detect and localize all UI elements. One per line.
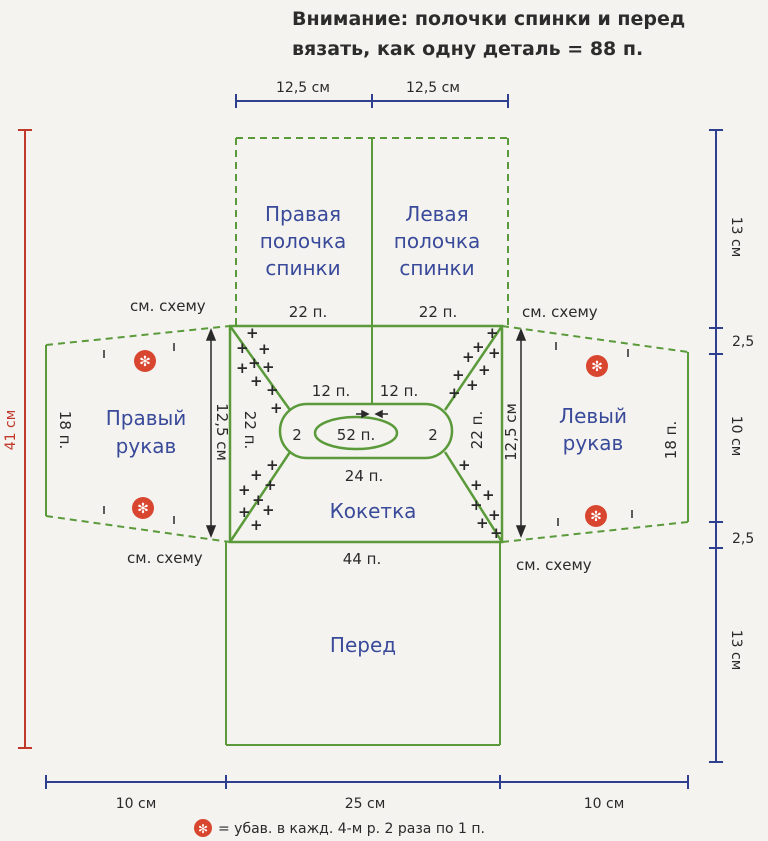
- bottom-dimension: [45, 775, 689, 789]
- neck-center-stitches: 52 п.: [337, 426, 375, 444]
- right-back-label-3: спинки: [265, 256, 340, 280]
- yoke-height-dims: [205, 327, 527, 539]
- svg-text:+: +: [476, 514, 489, 532]
- svg-text:+: +: [458, 456, 471, 474]
- neck-left-stitches: 12 п.: [312, 382, 350, 400]
- svg-text:+: +: [266, 381, 279, 399]
- left-sleeve-label-1: Левый: [559, 404, 627, 428]
- svg-text:+: +: [470, 496, 483, 514]
- svg-text:+: +: [236, 359, 249, 377]
- svg-text:+: +: [448, 384, 461, 402]
- svg-text:+: +: [482, 486, 495, 504]
- svg-text:+: +: [262, 358, 275, 376]
- svg-text:+: +: [236, 339, 249, 357]
- right-sleeve-stitches: 18 п.: [56, 411, 74, 449]
- svg-text:+: +: [452, 366, 465, 384]
- svg-text:+: +: [238, 503, 251, 521]
- scheme-ref-bottom-right: см. схему: [516, 556, 592, 574]
- right-sleeve-label-2: рукав: [116, 434, 177, 458]
- right-sleeve-label-1: Правый: [106, 406, 187, 430]
- back-pieces-outline: [235, 137, 509, 405]
- corner-left-stitches: 2: [292, 426, 302, 444]
- svg-text:+: +: [470, 476, 483, 494]
- left-sleeve-outline: [501, 325, 689, 543]
- svg-text:+: +: [252, 491, 265, 509]
- svg-text:+: +: [488, 506, 501, 524]
- note-line-2: вязать, как одну деталь = 88 п.: [292, 38, 643, 60]
- bottom-dim-center: 25 см: [345, 796, 386, 812]
- front-outline: [225, 542, 501, 746]
- total-height-dim: [18, 129, 32, 749]
- svg-text:+: +: [250, 516, 263, 534]
- svg-text:+: +: [486, 324, 499, 342]
- sleeve-ticks: [103, 342, 633, 526]
- svg-text:✻: ✻: [590, 509, 602, 525]
- svg-text:+: +: [250, 372, 263, 390]
- neck-right-stitches: 12 п.: [380, 382, 418, 400]
- svg-text:+: +: [472, 338, 485, 356]
- bottom-dim-left: 10 см: [116, 796, 157, 812]
- top-dim-right: 12,5 см: [406, 80, 460, 96]
- right-top-dim: 13 см: [728, 217, 744, 258]
- legend-symbol: ✻: [198, 822, 208, 836]
- yoke-right-side-stitches: 22 п.: [468, 411, 486, 449]
- scheme-ref-top-right: см. схему: [522, 303, 598, 321]
- decrease-plus-marks: + + + + + + + + + + + + + + + + + + + + …: [236, 324, 503, 542]
- right-back-label-1: Правая: [265, 202, 341, 226]
- decrease-marker-icons: ✻ ✻ ✻ ✻: [132, 350, 608, 527]
- back-right-stitches: 22 п.: [419, 303, 457, 321]
- right-mid-dim: 10 см: [728, 416, 744, 457]
- back-left-stitches: 22 п.: [289, 303, 327, 321]
- scheme-ref-top-left: см. схему: [130, 297, 206, 315]
- legend-decrease-icon: [194, 819, 212, 837]
- left-back-label-3: спинки: [399, 256, 474, 280]
- right-sleeve-outline: [45, 325, 231, 543]
- top-dim-left: 12,5 см: [276, 80, 330, 96]
- legend-text: = убав. в кажд. 4-м р. 2 раза по 1 п.: [218, 821, 485, 837]
- total-height-label: 41 см: [3, 410, 19, 451]
- front-label: Перед: [330, 633, 396, 657]
- svg-text:+: +: [258, 340, 271, 358]
- right-gap-bottom-dim: 2,5: [732, 531, 754, 547]
- left-sleeve-stitches: 18 п.: [662, 421, 680, 459]
- right-height-dims: [709, 129, 723, 763]
- svg-text:+: +: [266, 456, 279, 474]
- corner-right-stitches: 2: [428, 426, 438, 444]
- svg-text:✻: ✻: [137, 501, 149, 517]
- right-bottom-dim: 13 см: [728, 630, 744, 671]
- top-dimension: [235, 94, 509, 108]
- svg-text:+: +: [264, 476, 277, 494]
- svg-text:+: +: [462, 348, 475, 366]
- svg-text:✻: ✻: [591, 359, 603, 375]
- yoke-left-height: 12,5 см: [213, 403, 231, 461]
- yoke-label: Кокетка: [330, 499, 417, 523]
- svg-text:+: +: [246, 324, 259, 342]
- right-gap-top-dim: 2,5: [732, 334, 754, 350]
- svg-text:+: +: [250, 466, 263, 484]
- yoke-right-height: 12,5 см: [502, 403, 520, 461]
- svg-text:+: +: [466, 376, 479, 394]
- svg-text:+: +: [478, 361, 491, 379]
- svg-text:+: +: [270, 399, 283, 417]
- yoke-outline: [228, 324, 504, 544]
- svg-text:+: +: [262, 501, 275, 519]
- left-back-label-1: Левая: [405, 202, 468, 226]
- neck-arrows: [356, 409, 388, 419]
- svg-text:+: +: [248, 354, 261, 372]
- svg-text:+: +: [488, 344, 501, 362]
- right-back-label-2: полочка: [260, 229, 346, 253]
- svg-text:+: +: [238, 481, 251, 499]
- left-back-label-2: полочка: [394, 229, 480, 253]
- note-line-1: Внимание: полочки спинки и перед: [292, 8, 685, 30]
- yoke-bottom-stitches: 44 п.: [343, 550, 381, 568]
- left-sleeve-label-2: рукав: [563, 431, 624, 455]
- svg-text:✻: ✻: [139, 354, 151, 370]
- svg-text:+: +: [490, 524, 503, 542]
- scheme-ref-bottom-left: см. схему: [127, 549, 203, 567]
- bottom-dim-right: 10 см: [584, 796, 625, 812]
- neck-bottom-stitches: 24 п.: [345, 467, 383, 485]
- yoke-left-side-stitches: 22 п.: [241, 411, 259, 449]
